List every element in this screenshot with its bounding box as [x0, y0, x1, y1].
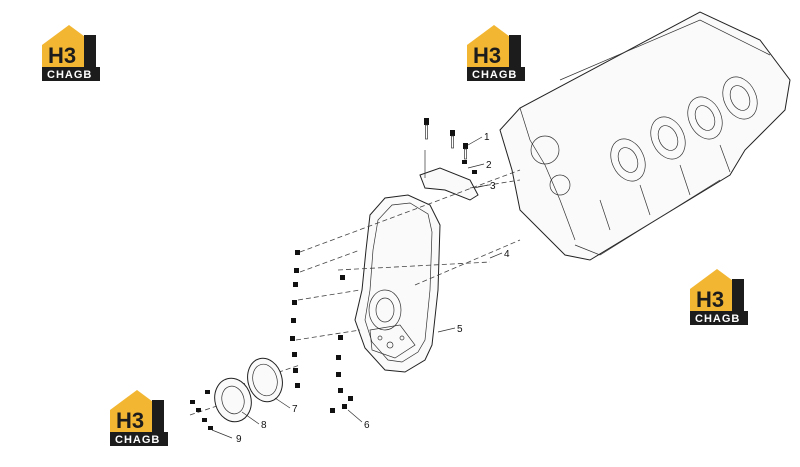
watermark-main: H3 [696, 287, 724, 312]
engine-block [499, 11, 791, 261]
watermark-sub: CHAGB [472, 69, 517, 81]
callout-3: 3 [490, 181, 496, 192]
watermark-logo: H3 CHAGB [38, 23, 100, 81]
bracket [419, 150, 479, 201]
watermark-main: H3 [473, 43, 501, 68]
cover-bolts [290, 250, 353, 413]
callout-4: 4 [504, 249, 510, 260]
top-bolts [424, 118, 477, 174]
callout-8: 8 [261, 420, 267, 431]
retainer-plate [214, 377, 252, 423]
front-cover [354, 194, 441, 373]
watermark-logo: H3 CHAGB [106, 388, 168, 446]
callout-2: 2 [486, 160, 492, 171]
watermark-sub: CHAGB [115, 434, 160, 446]
callout-1: 1 [484, 132, 490, 143]
leader-lines [211, 136, 503, 439]
callout-6: 6 [364, 420, 370, 431]
callout-7: 7 [292, 404, 298, 415]
seal-ring [247, 357, 283, 403]
plate-bolts [190, 390, 213, 430]
watermark-sub: CHAGB [695, 313, 740, 325]
watermark-main: H3 [48, 43, 76, 68]
watermark-logo: H3 CHAGB [686, 267, 748, 325]
watermark-main: H3 [116, 408, 144, 433]
callouts: 1 2 3 4 5 6 7 8 9 [236, 132, 510, 445]
watermark-logo: H3 CHAGB [463, 23, 525, 81]
callout-5: 5 [457, 324, 463, 335]
watermark-sub: CHAGB [47, 69, 92, 81]
assembly-lines [189, 169, 521, 416]
callout-9: 9 [236, 434, 242, 445]
